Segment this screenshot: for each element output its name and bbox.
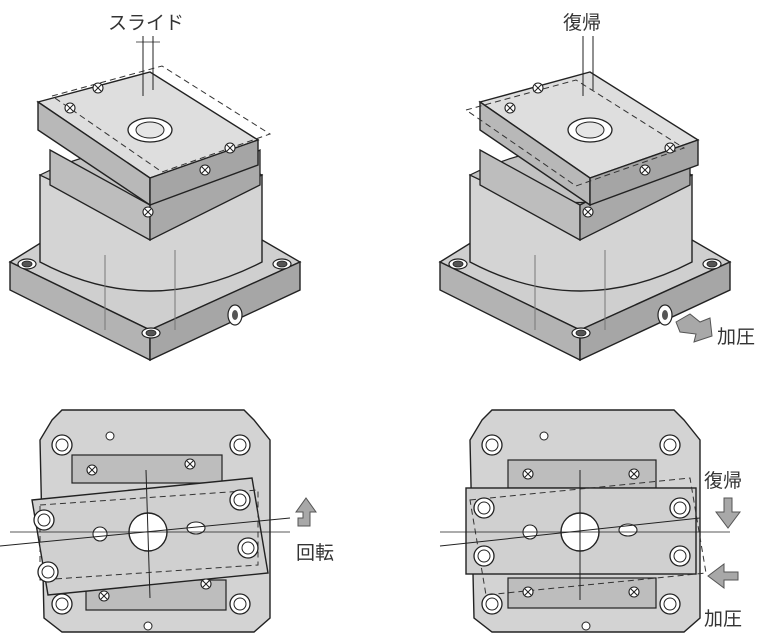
mounting-hole-icon (17, 258, 37, 270)
mounting-hole-icon (237, 537, 259, 559)
screw-icon (532, 82, 544, 94)
mounting-hole-icon (229, 434, 251, 456)
mounting-hole-icon (481, 593, 503, 615)
screw-icon (200, 578, 212, 590)
isometric-unit-return (438, 36, 732, 362)
rotate-arrow-icon (295, 497, 317, 527)
press-label-top: 加圧 (717, 326, 756, 348)
mounting-hole-icon (51, 593, 73, 615)
screw-icon (142, 206, 154, 218)
mounting-hole-icon (141, 327, 161, 339)
mounting-hole-icon (669, 545, 691, 567)
slide-label: スライド (108, 12, 185, 34)
press-arrow-icon (675, 313, 713, 343)
mounting-hole-icon (448, 258, 468, 270)
top-view-return (439, 409, 741, 633)
screw-icon (628, 586, 640, 598)
mounting-hole-icon (229, 593, 251, 615)
screw-icon (64, 102, 76, 114)
screw-icon (224, 142, 236, 154)
screw-icon (522, 586, 534, 598)
mounting-hole-icon (37, 561, 59, 583)
screw-icon (504, 102, 516, 114)
base-plate-right (149, 260, 301, 362)
top-view-rotate (0, 409, 317, 633)
mounting-hole-icon (33, 509, 55, 531)
mounting-hole-icon (702, 258, 722, 270)
mounting-hole-icon (659, 593, 681, 615)
mounting-hole-icon (51, 434, 73, 456)
mounting-hole-icon (659, 434, 681, 456)
screw-icon (184, 458, 196, 470)
mounting-hole-icon (473, 545, 495, 567)
screw-icon (639, 164, 651, 176)
screw-icon (664, 142, 676, 154)
screw-icon (98, 590, 110, 602)
screw-icon (582, 206, 594, 218)
mounting-hole-icon (669, 497, 691, 519)
mounting-hole-icon (272, 258, 292, 270)
screw-icon (92, 82, 104, 94)
return-label-bottom: 復帰 (704, 470, 743, 492)
original-position-outline (50, 65, 272, 173)
screw-icon (199, 164, 211, 176)
screw-icon (522, 468, 534, 480)
rotate-label: 回転 (296, 542, 335, 564)
mounting-hole-icon (229, 489, 251, 511)
press-arrow-icon (707, 563, 739, 589)
mounting-hole-icon (481, 434, 503, 456)
return-arrow-icon (715, 497, 741, 529)
press-label-bottom: 加圧 (704, 608, 743, 630)
screw-icon (86, 464, 98, 476)
screw-icon (628, 468, 640, 480)
mounting-hole-icon (571, 327, 591, 339)
mounting-hole-icon (473, 497, 495, 519)
isometric-unit-slide (8, 36, 302, 362)
return-label-top: 復帰 (563, 12, 602, 34)
